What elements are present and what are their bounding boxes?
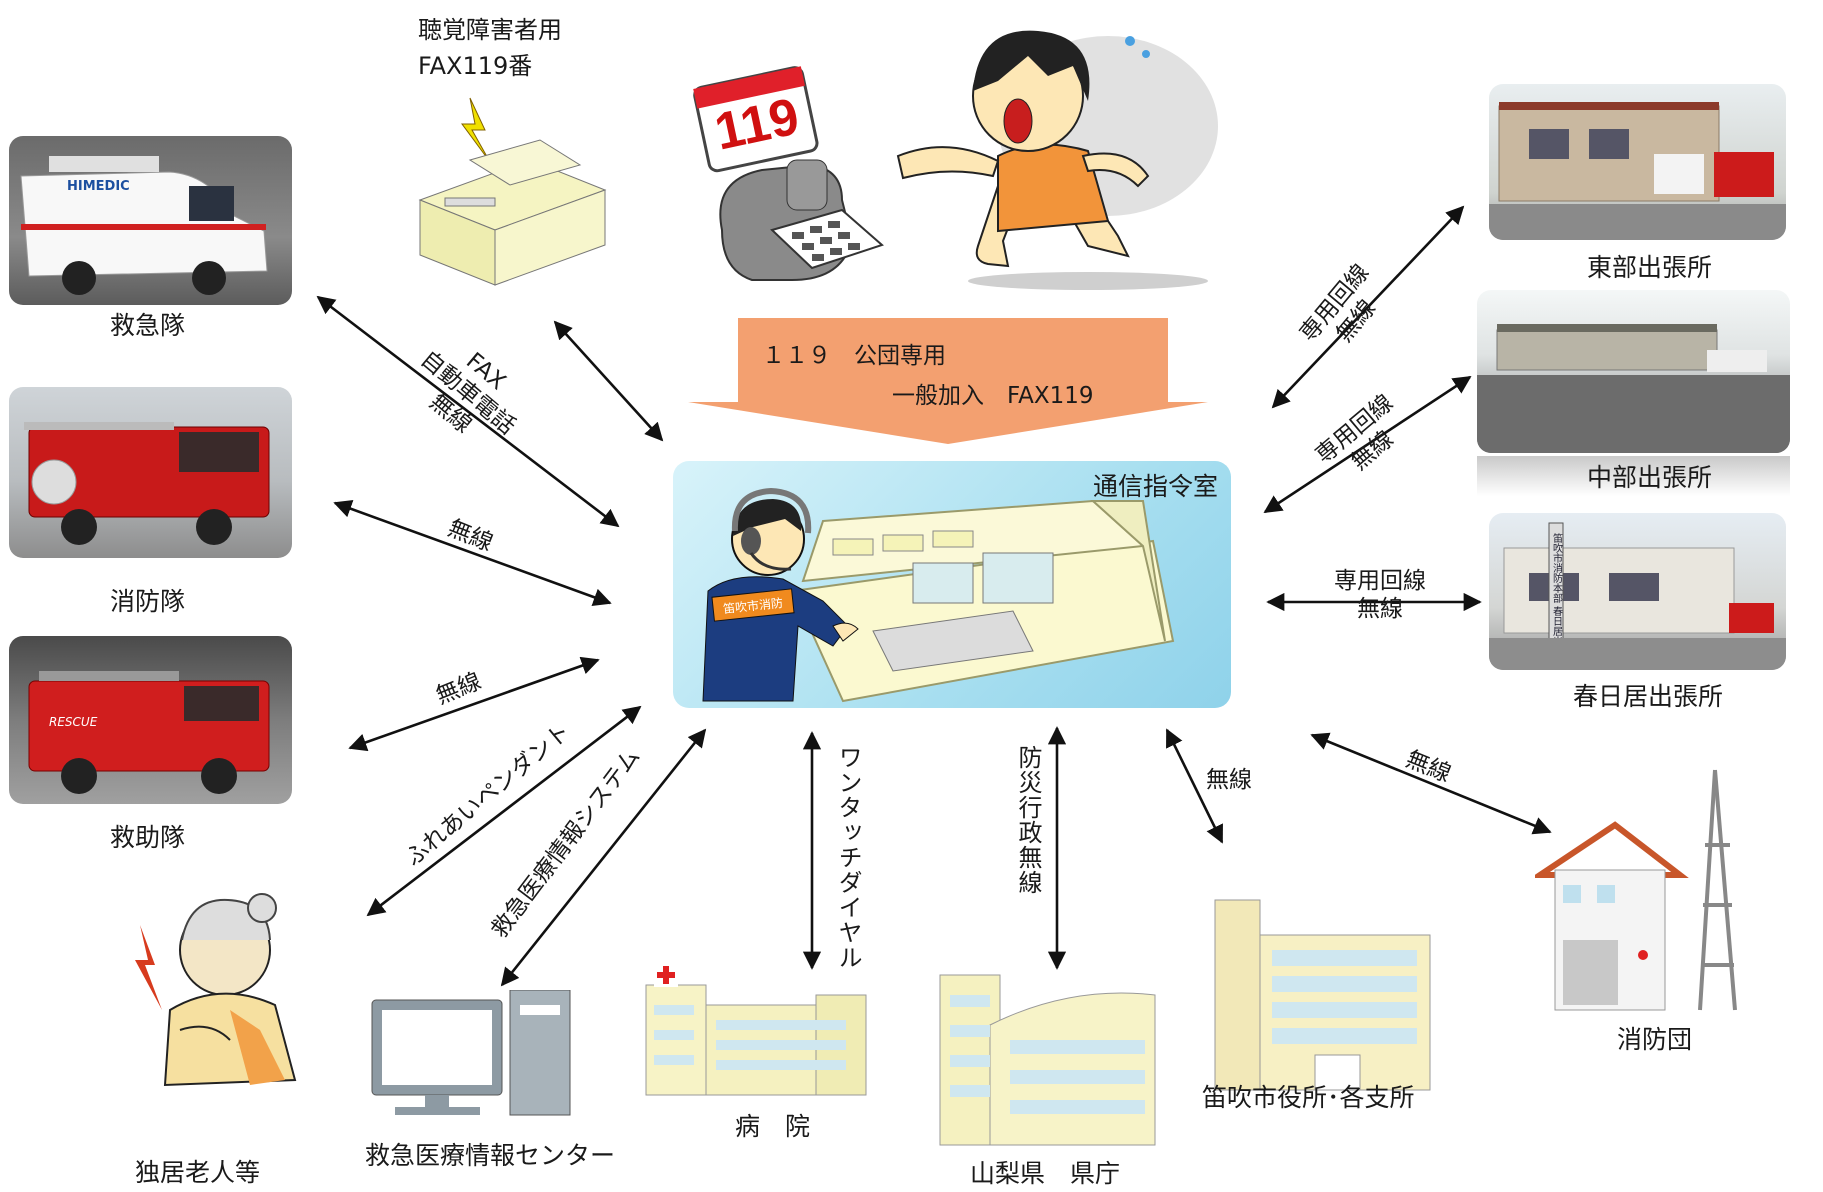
city-hall-label: 笛吹市役所･各支所 (1202, 1083, 1415, 1112)
arrow-volunteer-fire (1310, 732, 1552, 835)
link-prefecture: 防災行政無線 (1014, 745, 1042, 895)
dispatch-room-label: 通信指令室 (1093, 472, 1219, 501)
himedic-text: HIMEDIC (67, 179, 130, 194)
fire-team-label: 消防隊 (110, 587, 186, 616)
dispatch-room: 通信指令室 笛吹市消防 (673, 461, 1231, 708)
elderly-person-icon (135, 893, 297, 1087)
link-kasugai: 専用回線 無線 (1334, 568, 1426, 623)
rescue-team-label: 救助隊 (110, 823, 186, 852)
fire-engine-photo (9, 387, 292, 558)
dispatcher-console-icon: 笛吹市消防 (702, 487, 1175, 703)
fire-station-tower-icon (1535, 769, 1737, 1011)
banner-line2: 一般加入 FAX119 (892, 383, 1094, 409)
medical-center-label: 救急医療情報センター (365, 1141, 616, 1170)
fax-label-1: 聴覚障害者用 (418, 16, 562, 44)
arrow-fax (553, 320, 664, 442)
kasugai-branch-photo: 笛吹市消防本部 春日居出張所 (1489, 513, 1786, 670)
elderly-label: 独居老人等 (135, 1158, 261, 1187)
central-branch-label: 中部出張所 (1587, 463, 1713, 492)
panicked-caller-icon (896, 30, 1218, 290)
prefecture-label: 山梨県 県庁 (970, 1159, 1121, 1188)
central-branch-photo (1477, 290, 1790, 453)
ambulance-photo: HIMEDIC (9, 136, 292, 305)
rescue-truck-photo: RESCUE (9, 636, 292, 804)
computer-icon (371, 990, 571, 1116)
link-hospital: ワンタッチダイヤル (834, 745, 862, 970)
prefecture-office-icon (939, 974, 1156, 1146)
central-branch-reflection (1477, 456, 1790, 496)
link-kasugai-line2: 無線 (1357, 595, 1403, 622)
kasugai-branch-label: 春日居出張所 (1573, 682, 1724, 711)
fax-machine-icon (418, 97, 607, 286)
ambulance-label: 救急隊 (110, 311, 186, 340)
volunteer-fire-label: 消防団 (1617, 1025, 1693, 1054)
arrow-east (1271, 205, 1465, 409)
banner-line1: １１９ 公団専用 (762, 343, 946, 369)
hospital-icon (645, 963, 867, 1096)
arrow-city-hall (1165, 728, 1224, 844)
arrow-ambulance (316, 295, 620, 528)
phone-119-icon: 119 (693, 66, 884, 281)
arrow-fire-team (333, 500, 612, 606)
rescue-text: RESCUE (49, 715, 98, 729)
link-kasugai-line1: 専用回線 (1334, 568, 1426, 594)
city-hall-icon (1214, 899, 1431, 1091)
hospital-label: 病 院 (735, 1112, 811, 1141)
banner-arrow (688, 318, 1208, 444)
arrow-medical-center (500, 728, 707, 987)
branch-sign-text: 笛吹市消防本部 春日居出張所 (1551, 532, 1563, 667)
east-branch-label: 東部出張所 (1587, 253, 1713, 282)
east-branch-photo (1489, 84, 1786, 240)
fax-label-2: FAX119番 (418, 52, 533, 80)
vest-label: 笛吹市消防 (722, 595, 783, 616)
link-city-hall: 無線 (1206, 767, 1252, 793)
